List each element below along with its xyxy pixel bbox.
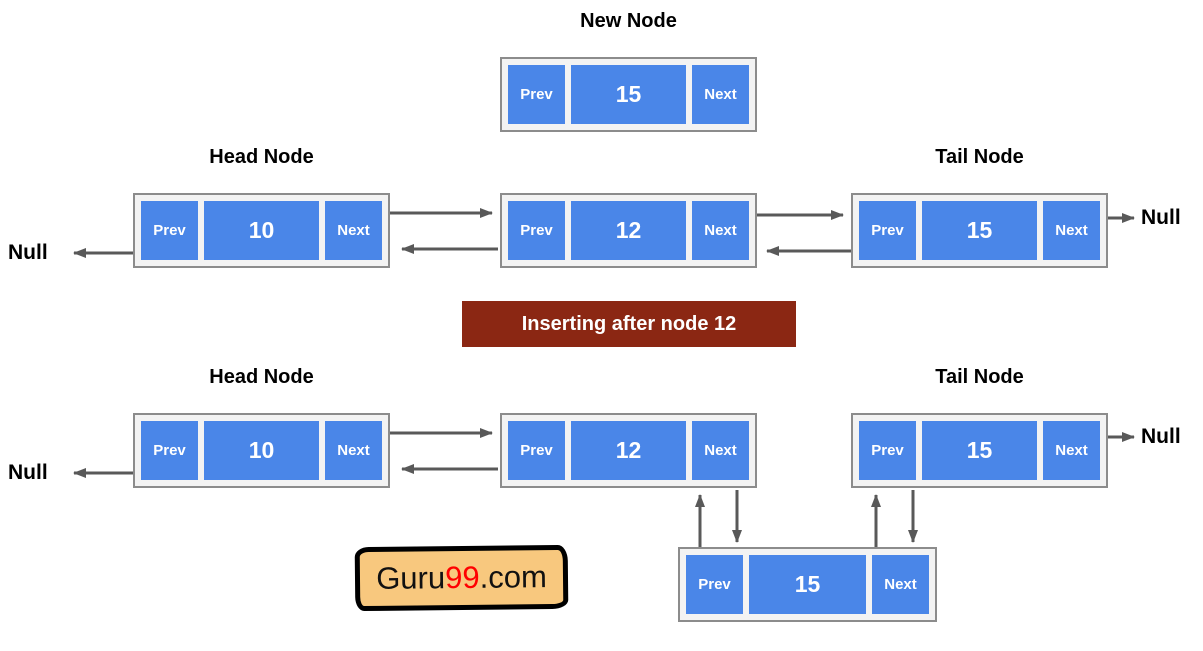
- node-new-after-next: Next: [872, 555, 929, 614]
- node-mid-before-prev: Prev: [508, 201, 565, 260]
- node-tail-after-prev: Prev: [859, 421, 916, 480]
- node-tail-before: Prev 15 Next: [851, 193, 1108, 268]
- node-tail-after-next: Next: [1043, 421, 1100, 480]
- node-head-before-prev: Prev: [141, 201, 198, 260]
- null-label-right-before: Null: [1141, 206, 1181, 229]
- node-head-before-next: Next: [325, 201, 382, 260]
- null-label-left-after: Null: [8, 461, 48, 484]
- insertion-banner: Inserting after node 12: [462, 301, 796, 347]
- node-tail-before-prev: Prev: [859, 201, 916, 260]
- node-new-after: Prev 15 Next: [678, 547, 937, 622]
- node-tail-before-value: 15: [922, 201, 1037, 260]
- guru99-logo-text-part2: 99: [444, 559, 480, 596]
- tail-node-title-before: Tail Node: [935, 146, 1024, 168]
- node-mid-after-value: 12: [571, 421, 686, 480]
- head-node-title-after: Head Node: [209, 366, 314, 388]
- node-mid-before-value: 12: [571, 201, 686, 260]
- node-head-after-prev: Prev: [141, 421, 198, 480]
- node-new-after-value: 15: [749, 555, 866, 614]
- node-new-top: Prev 15 Next: [500, 57, 757, 132]
- node-new-after-prev: Prev: [686, 555, 743, 614]
- guru99-logo-text-part3: .com: [479, 559, 547, 595]
- null-label-right-after: Null: [1141, 425, 1181, 448]
- node-mid-after: Prev 12 Next: [500, 413, 757, 488]
- node-new-top-value: 15: [571, 65, 686, 124]
- node-tail-after-value: 15: [922, 421, 1037, 480]
- node-tail-after: Prev 15 Next: [851, 413, 1108, 488]
- new-node-title: New Node: [580, 10, 677, 32]
- head-node-title-before: Head Node: [209, 146, 314, 168]
- node-tail-before-next: Next: [1043, 201, 1100, 260]
- node-head-before: Prev 10 Next: [133, 193, 390, 268]
- node-mid-after-next: Next: [692, 421, 749, 480]
- guru99-logo-text-part1: Guru: [376, 560, 446, 596]
- node-new-top-next: Next: [692, 65, 749, 124]
- node-mid-after-prev: Prev: [508, 421, 565, 480]
- tail-node-title-after: Tail Node: [935, 366, 1024, 388]
- node-head-after: Prev 10 Next: [133, 413, 390, 488]
- node-mid-before-next: Next: [692, 201, 749, 260]
- node-head-after-next: Next: [325, 421, 382, 480]
- null-label-left-before: Null: [8, 241, 48, 264]
- node-head-before-value: 10: [204, 201, 319, 260]
- node-head-after-value: 10: [204, 421, 319, 480]
- node-mid-before: Prev 12 Next: [500, 193, 757, 268]
- node-new-top-prev: Prev: [508, 65, 565, 124]
